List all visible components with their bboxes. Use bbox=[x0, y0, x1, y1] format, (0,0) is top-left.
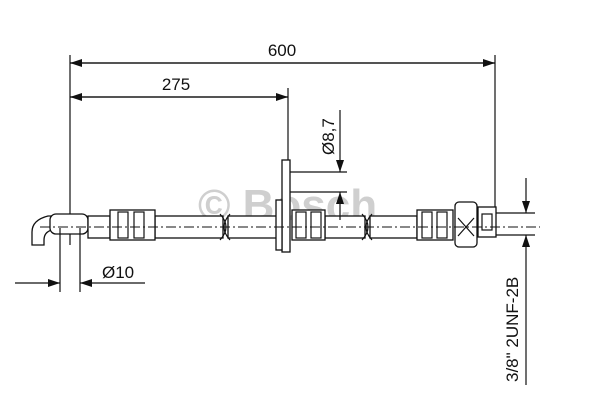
crimp-sleeve bbox=[109, 209, 156, 241]
dimension-diameter-8-7: Ø8,7 bbox=[290, 110, 347, 220]
dimension-label-diameter-8-7: Ø8,7 bbox=[319, 118, 338, 155]
dimension-thread: 3/8" 2UNF-2B bbox=[496, 178, 535, 385]
hex-nut bbox=[454, 201, 497, 248]
hose bbox=[31, 159, 540, 253]
crimp-sleeve bbox=[416, 209, 454, 241]
dimension-label-thread: 3/8" 2UNF-2B bbox=[503, 277, 522, 382]
dimension-label-600: 600 bbox=[268, 41, 296, 60]
dimension-600: 600 bbox=[70, 41, 495, 67]
dimension-275: 275 bbox=[70, 75, 288, 101]
dimension-label-275: 275 bbox=[162, 75, 190, 94]
dimension-diameter-10: Ø10 bbox=[15, 228, 145, 292]
extension-lines bbox=[69, 55, 496, 245]
bracket bbox=[275, 159, 291, 253]
crimp-sleeve bbox=[291, 209, 326, 241]
dimension-label-diameter-10: Ø10 bbox=[102, 263, 134, 282]
